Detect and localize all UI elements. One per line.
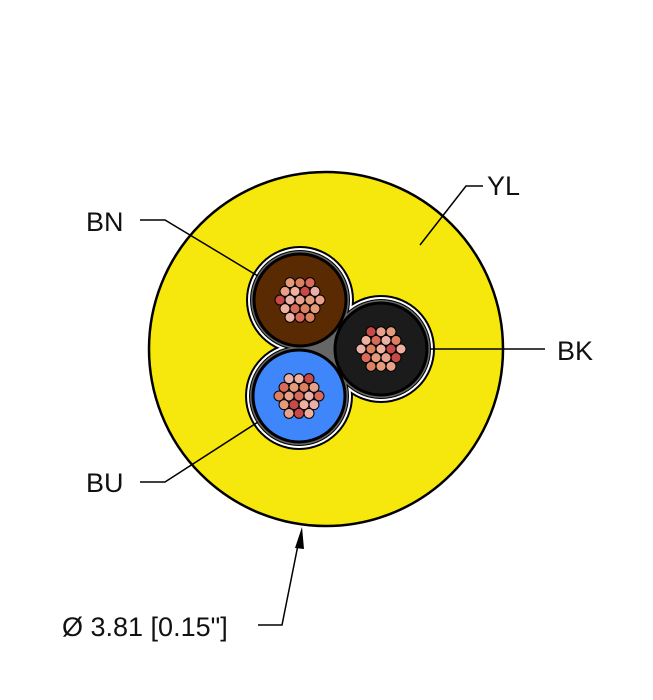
leader-yl <box>419 185 483 246</box>
strand <box>303 373 315 385</box>
strand <box>390 334 402 346</box>
strand <box>313 390 325 402</box>
strand <box>283 407 295 419</box>
strand <box>274 294 286 306</box>
label-diameter: Ø 3.81 [0.15"] <box>62 612 228 642</box>
strand <box>303 407 315 419</box>
strand <box>308 381 320 393</box>
label-bk: BK <box>557 336 593 366</box>
strand <box>390 352 402 364</box>
strand <box>385 360 397 372</box>
strand <box>365 360 377 372</box>
label-bn: BN <box>86 207 124 237</box>
leader-bn <box>140 219 259 277</box>
arrow-head-icon <box>295 527 304 549</box>
strand <box>385 326 397 338</box>
strand <box>314 294 326 306</box>
strand <box>284 277 296 289</box>
strand <box>279 285 291 297</box>
strand <box>283 373 295 385</box>
strand <box>293 407 305 419</box>
strand <box>293 373 305 385</box>
strand <box>273 390 285 402</box>
leader-diameter <box>258 539 300 626</box>
strand <box>375 326 387 338</box>
strand <box>304 277 316 289</box>
copper-strands <box>273 277 407 419</box>
strand <box>355 343 367 355</box>
strand <box>375 360 387 372</box>
strand <box>360 334 372 346</box>
strand <box>284 311 296 323</box>
strand <box>365 326 377 338</box>
strand <box>395 343 407 355</box>
leader-lines <box>140 185 545 626</box>
strand <box>279 303 291 315</box>
strand <box>309 303 321 315</box>
strand <box>308 399 320 411</box>
leader-bu <box>140 421 259 483</box>
label-yl: YL <box>487 171 520 201</box>
strand <box>304 311 316 323</box>
strand <box>278 399 290 411</box>
strand <box>294 311 306 323</box>
strand <box>294 277 306 289</box>
label-bu: BU <box>86 468 124 498</box>
strand <box>278 381 290 393</box>
strand <box>360 352 372 364</box>
strand <box>309 285 321 297</box>
